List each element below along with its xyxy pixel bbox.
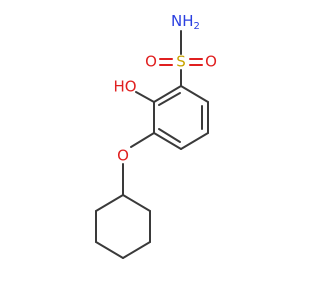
ring-bond [180, 132, 209, 150]
sulfur-label: S [176, 53, 186, 71]
nitrogen-label: NH2 [171, 12, 200, 33]
hydroxyl-label: HO [113, 78, 136, 96]
ether-oxygen-label: O [117, 147, 129, 165]
sulfonyl-oxygen-right-label: O [205, 53, 217, 71]
ring-hydroxyl-bond [135, 91, 155, 103]
ring-bond [180, 85, 209, 103]
cyclohexane-bond [95, 194, 124, 212]
cyclohexane-bond [95, 241, 124, 259]
hydrogen-count-subscript: 2 [194, 21, 200, 32]
ring-bond [158, 128, 181, 143]
ring-bond [158, 92, 181, 106]
sulfonyl-oxygen-left-label: O [145, 53, 157, 71]
cyclohexane-bond [122, 241, 151, 259]
atom-label-layer: NH2 S O O HO O [113, 12, 216, 165]
molecule-diagram: NH2 S O O HO O [95, 12, 217, 259]
ring-bond [153, 132, 182, 150]
cyclohexane-bond [122, 194, 151, 212]
bond-layer [95, 30, 209, 259]
ring-ether-bond [130, 132, 155, 148]
ring-bond [153, 85, 182, 103]
